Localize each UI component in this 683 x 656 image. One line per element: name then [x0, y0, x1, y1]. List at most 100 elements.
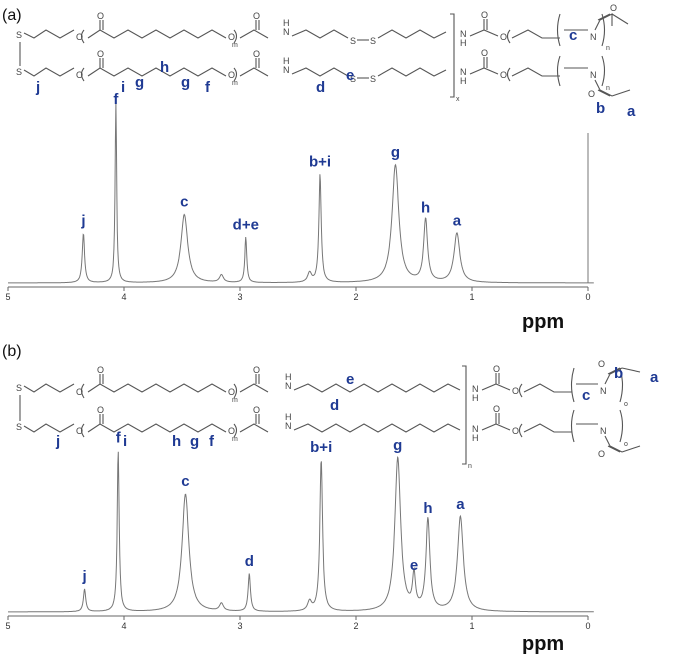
structure-label: i: [123, 433, 127, 450]
atom-o: O: [588, 89, 595, 99]
atom-o: O: [253, 365, 260, 375]
atom-o: O: [228, 387, 235, 397]
peak-label: b+i: [309, 154, 331, 171]
x-tick-label: 5: [5, 621, 10, 631]
atom-o: O: [97, 365, 104, 375]
peak-label: d+e: [233, 216, 259, 233]
peak-label: h: [421, 199, 430, 216]
repeat-n: n: [606, 85, 610, 92]
x-tick-label: 4: [121, 621, 126, 631]
structure-label: d: [316, 79, 325, 96]
atom-s: S: [16, 30, 22, 40]
structure-label: e: [346, 371, 354, 388]
atom-nh: H: [285, 412, 292, 422]
atom-o: O: [500, 70, 507, 80]
structure-label: g: [190, 433, 199, 450]
peak-label: e: [410, 557, 418, 574]
atom-nh: H: [460, 76, 467, 86]
panel-b-letter: (b): [2, 343, 22, 360]
x-tick-label: 2: [353, 621, 358, 631]
atom-o: O: [228, 426, 235, 436]
atom-nh: H: [285, 372, 292, 382]
peak-label: f: [116, 430, 122, 447]
atom-nh: N: [472, 384, 479, 394]
atom-nh: H: [472, 433, 479, 443]
atom-s: S: [16, 67, 22, 77]
atom-o: O: [598, 359, 605, 369]
atom-nh: H: [460, 38, 467, 48]
panel-b-structure: S S O O O m O H N n N H O O N O o O O O: [16, 359, 659, 470]
structure-label: j: [55, 433, 60, 450]
atom-o: O: [228, 70, 235, 80]
structure-label: c: [569, 27, 577, 44]
atom-nh: H: [283, 18, 290, 28]
structure-label: g: [135, 74, 144, 91]
structure-label: f: [209, 433, 215, 450]
peak-label: d: [245, 553, 254, 570]
spectrum-trace: [8, 451, 594, 613]
atom-o: O: [228, 32, 235, 42]
atom-o: O: [610, 3, 617, 13]
structure-label: h: [172, 433, 181, 450]
peak-label: a: [453, 213, 462, 230]
x-axis-unit: ppm: [522, 633, 564, 655]
structure-label: h: [160, 59, 169, 76]
atom-n: N: [590, 70, 597, 80]
repeat-m: m: [232, 436, 238, 443]
atom-o: O: [512, 426, 519, 436]
panel-a-structure: S S O O O m O H N S S x N H O O N O n O: [16, 3, 636, 120]
x-tick-label: 0: [585, 292, 590, 302]
peak-label: c: [180, 194, 188, 211]
repeat-o: o: [624, 401, 628, 408]
atom-o: O: [493, 404, 500, 414]
atom-o: O: [253, 49, 260, 59]
atom-o: O: [253, 11, 260, 21]
atom-nh: N: [460, 67, 467, 77]
x-tick-label: 3: [237, 292, 242, 302]
atom-o: O: [76, 387, 83, 397]
structure-label: f: [205, 79, 211, 96]
atom-o: O: [97, 405, 104, 415]
atom-nh: H: [283, 56, 290, 66]
atom-n: N: [600, 386, 607, 396]
structure-label: i: [121, 79, 125, 96]
structure-label: a: [650, 369, 659, 386]
atom-o: O: [76, 32, 83, 42]
atom-nh: N: [283, 27, 290, 37]
peak-label: c: [181, 473, 189, 490]
peak-label: j: [80, 213, 85, 230]
atom-o: O: [76, 426, 83, 436]
structure-label: d: [330, 397, 339, 414]
atom-o: O: [493, 364, 500, 374]
repeat-n: n: [468, 463, 472, 470]
x-tick-label: 1: [469, 292, 474, 302]
x-tick-label: 0: [585, 621, 590, 631]
structure-label: b: [596, 100, 605, 117]
atom-n: N: [590, 32, 597, 42]
x-tick-label: 5: [5, 292, 10, 302]
repeat-x: x: [456, 96, 460, 103]
repeat-n: n: [606, 45, 610, 52]
repeat-o: o: [624, 441, 628, 448]
atom-s: S: [350, 74, 356, 84]
peak-label: b+i: [310, 439, 332, 456]
repeat-m: m: [232, 42, 238, 49]
peak-label: h: [423, 500, 432, 517]
atom-s: S: [370, 36, 376, 46]
x-axis-unit: ppm: [522, 311, 564, 333]
atom-o: O: [500, 32, 507, 42]
atom-s: S: [350, 36, 356, 46]
atom-o: O: [481, 10, 488, 20]
atom-o: O: [76, 70, 83, 80]
atom-o: O: [598, 449, 605, 459]
atom-o: O: [97, 49, 104, 59]
x-tick-label: 1: [469, 621, 474, 631]
peak-label: j: [81, 568, 86, 585]
structure-label: a: [627, 103, 636, 120]
atom-o: O: [253, 405, 260, 415]
atom-s: S: [16, 422, 22, 432]
